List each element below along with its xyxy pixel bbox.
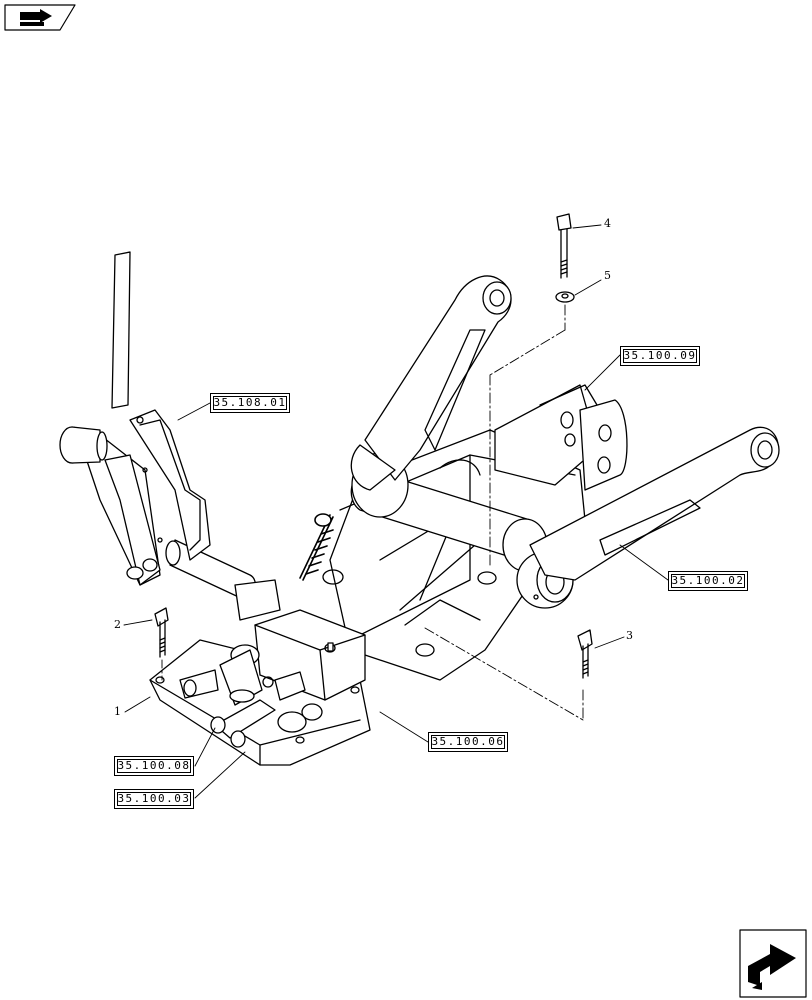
washer-item-5 — [555, 291, 575, 303]
ref-link-35-100-06[interactable]: 35.100.06 — [428, 732, 508, 752]
left-lift-arm — [350, 275, 512, 491]
callout-item-3: 3 — [626, 629, 633, 642]
ref-link-35-100-02[interactable]: 35.100.02 — [668, 571, 748, 591]
hitch-bracket — [494, 384, 628, 491]
callout-item-2: 2 — [114, 618, 121, 631]
book-icon[interactable] — [4, 4, 76, 31]
valve-fittings — [179, 644, 323, 748]
ref-link-35-100-03[interactable]: 35.100.03 — [114, 789, 194, 809]
control-shaft — [165, 539, 281, 621]
bolt-item-2 — [154, 607, 169, 681]
callout-item-4: 4 — [604, 217, 611, 230]
return-spring — [299, 513, 334, 581]
leader-lines — [123, 224, 669, 799]
ref-link-35-100-08[interactable]: 35.100.08 — [114, 756, 194, 776]
right-lift-arm — [529, 426, 780, 581]
ref-link-35-100-09[interactable]: 35.100.09 — [620, 346, 700, 366]
next-page-arrow-icon[interactable] — [739, 929, 807, 998]
centerlines — [424, 304, 584, 721]
callout-item-5: 5 — [604, 269, 611, 282]
ref-link-35-108-01[interactable]: 35.108.01 — [210, 393, 290, 413]
bolt-item-4 — [556, 213, 572, 279]
bolt-item-3 — [577, 629, 593, 679]
callout-item-1: 1 — [114, 705, 121, 718]
control-quadrant — [59, 251, 211, 586]
